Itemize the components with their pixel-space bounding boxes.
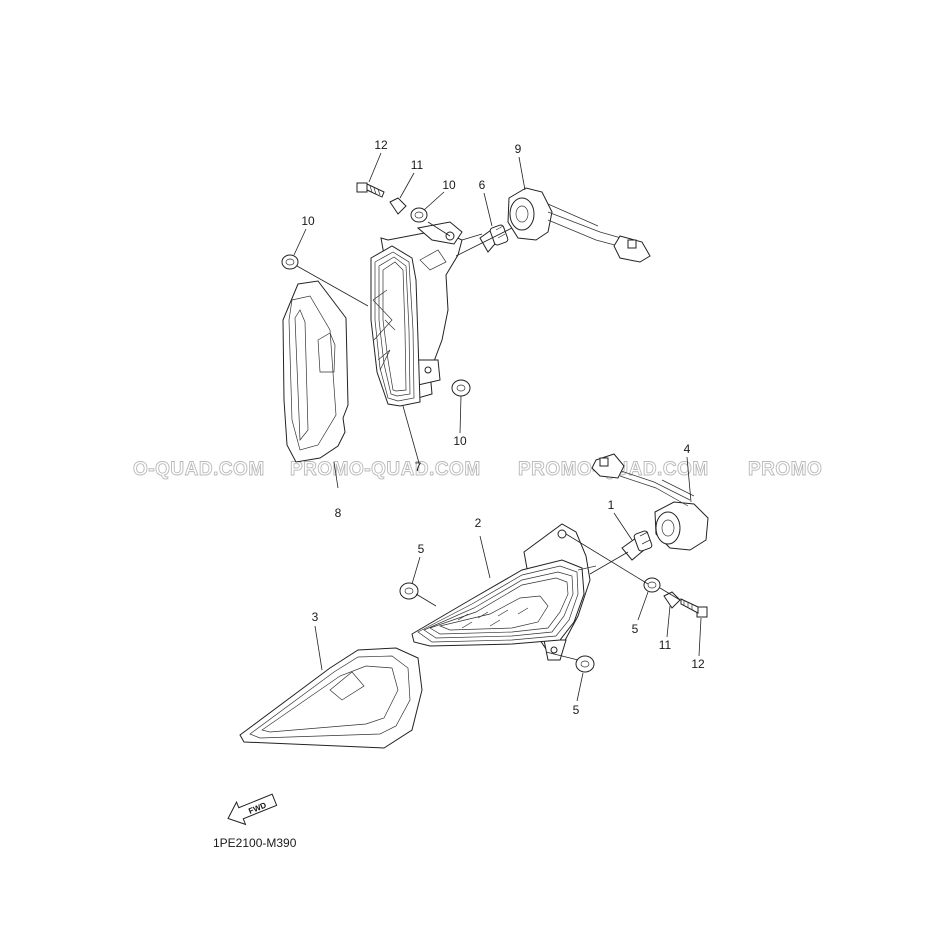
screw-part-12-top [356,182,385,198]
callout-2: 2 [475,516,482,530]
callout-8: 8 [335,506,342,520]
collar-part-11-bottom [663,591,681,609]
grommet-part-10-mid [451,379,471,397]
callout-3: 3 [312,610,319,624]
lens-cover-part-8 [282,280,349,463]
collar-part-11-top [389,197,407,215]
lamp-housing-part-7 [370,221,463,407]
watermark-band: O-QUAD.COM PROMO-QUAD.COM PROMO-QUAD.COM… [133,459,823,481]
callout-12-bottom: 12 [691,657,705,671]
lower-assembly [239,453,709,749]
callout-10-left: 10 [301,214,315,228]
callout-7: 7 [415,460,422,474]
socket-part-4 [591,453,709,551]
mount-hole [550,646,558,654]
watermark-4: PROMO [748,459,822,480]
bulb-part-1 [621,530,653,561]
grommet-part-5-right [643,577,661,593]
callout-9: 9 [515,142,522,156]
watermark-2: PROMO-QUAD.COM [290,459,481,480]
socket-part-9 [507,187,651,263]
diagram-code: 1PE2100-M390 [213,836,297,850]
mount-hole [424,366,432,374]
callout-10-top: 10 [442,178,456,192]
callout-11-bottom: 11 [659,638,672,652]
callout-11-top: 11 [411,158,424,172]
screw-part-12-bottom [680,598,708,618]
callout-6: 6 [479,178,486,192]
watermark-1: O-QUAD.COM [133,459,265,480]
grommet-part-5-bottom [575,655,595,673]
grommet-part-10-top [410,207,428,223]
callout-5-left: 5 [418,542,425,556]
callout-5-right: 5 [632,622,639,636]
callout-10-mid: 10 [453,434,467,448]
upper-assembly [281,182,651,489]
mount-hole [557,529,567,539]
callout-1: 1 [608,498,615,512]
grommet-part-10-left [281,254,299,270]
lens-cover-part-3 [239,647,423,749]
callout-4: 4 [684,442,691,456]
bulb-part-6 [479,224,509,253]
callout-labels: 12 11 10 6 9 10 10 7 8 4 1 2 5 3 5 11 12… [293,138,705,717]
callout-5-bottom: 5 [573,703,580,717]
forward-direction-arrow-icon: FWD [227,793,278,826]
callout-12-top: 12 [374,138,388,152]
grommet-part-5-left [399,582,419,600]
lamp-housing-part-2 [411,523,597,661]
